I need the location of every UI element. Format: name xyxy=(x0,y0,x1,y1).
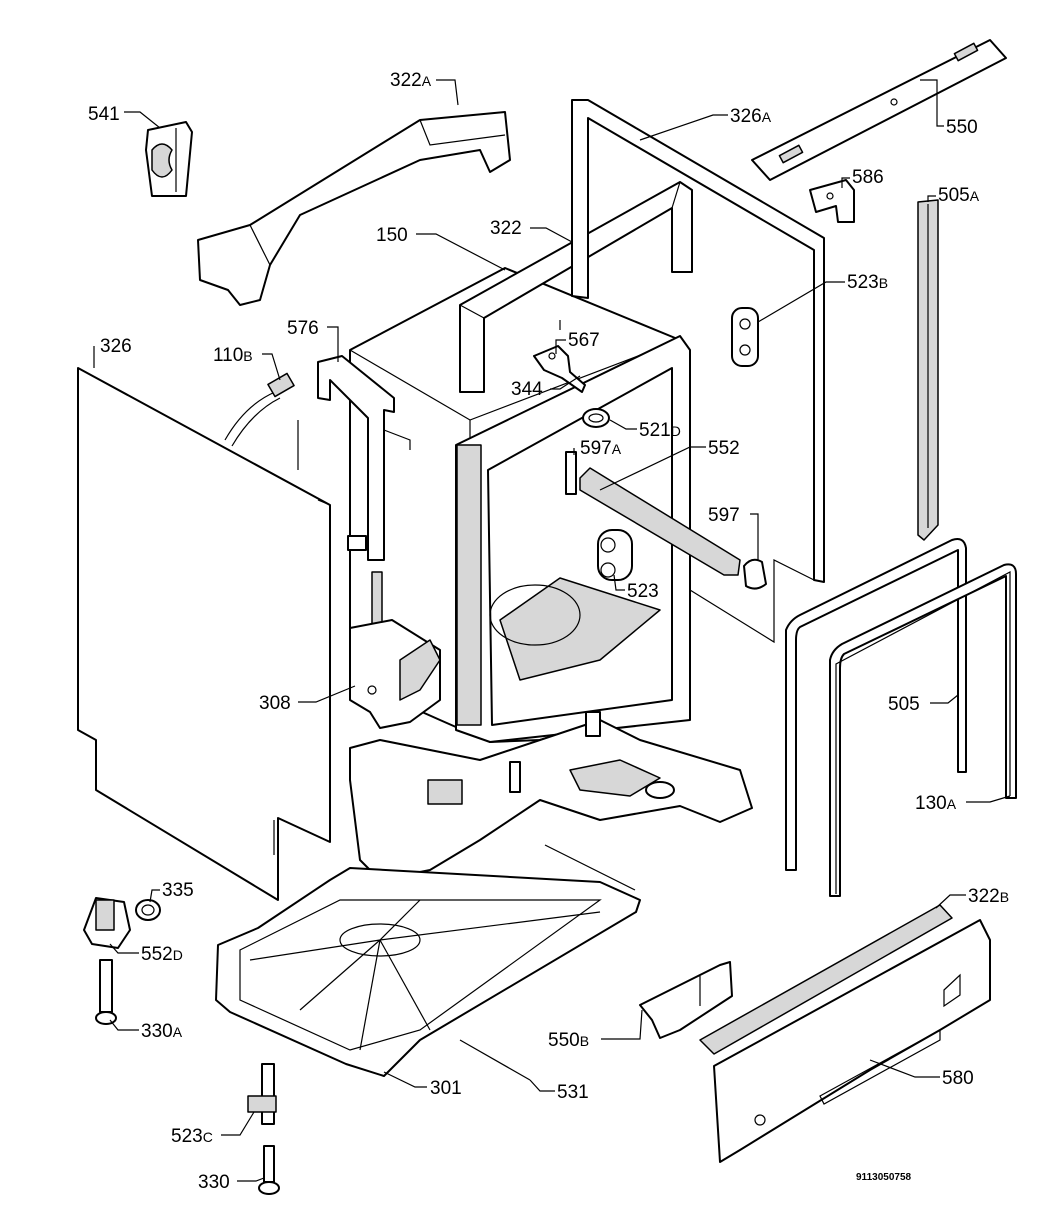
callout-322: 322 xyxy=(490,218,522,239)
callout-521d: 521D xyxy=(639,420,681,441)
part-channel xyxy=(317,355,411,561)
callout-322a: 322A xyxy=(390,70,432,91)
part-gasket xyxy=(785,538,967,871)
part-gasket-a xyxy=(829,563,1017,897)
part-sleeve xyxy=(247,1063,277,1125)
callout-130a: 130A xyxy=(915,793,957,814)
part-rear-panel xyxy=(571,99,825,644)
callout-580: 580 xyxy=(942,1068,974,1089)
leader-lines xyxy=(93,79,1011,1182)
callout-523b: 523B xyxy=(847,272,888,293)
callout-322b: 322B xyxy=(968,886,1009,907)
callout-110b: 110B xyxy=(213,345,253,366)
part-pin-a xyxy=(565,451,577,495)
callout-330a: 330A xyxy=(141,1021,183,1042)
callout-550b: 550B xyxy=(548,1030,589,1051)
part-grommet xyxy=(597,529,633,581)
callout-308: 308 xyxy=(259,693,291,714)
part-base-frame xyxy=(349,711,753,881)
callout-597a: 597A xyxy=(580,438,622,459)
callout-523: 523 xyxy=(627,581,659,602)
callout-597: 597 xyxy=(708,505,740,526)
part-grommet-b xyxy=(731,307,759,367)
callout-552: 552 xyxy=(708,438,740,459)
part-ring xyxy=(582,408,610,428)
part-hose xyxy=(224,372,299,470)
part-top-rail xyxy=(751,39,1007,181)
part-bottom-plate xyxy=(713,919,991,1163)
callout-labels: 541 322A 326A 550 586 505A 150 322 523B … xyxy=(88,70,1009,1193)
callout-344: 344 xyxy=(511,379,543,400)
part-bracket-b xyxy=(639,961,733,1039)
part-latch xyxy=(349,571,441,729)
callout-330: 330 xyxy=(198,1172,230,1193)
callout-301: 301 xyxy=(430,1078,462,1099)
callout-326a: 326A xyxy=(730,106,772,127)
part-tub-front-frame xyxy=(455,335,691,743)
callout-531: 531 xyxy=(557,1082,589,1103)
part-valve xyxy=(83,897,161,949)
part-screw-a xyxy=(95,959,117,1025)
part-bottom-bar xyxy=(699,904,953,1055)
part-small-bracket xyxy=(809,179,855,223)
callout-523c: 523C xyxy=(171,1126,213,1147)
part-rod xyxy=(459,844,636,1081)
part-top-crossbar xyxy=(459,181,693,393)
part-clip xyxy=(145,121,193,197)
callout-586: 586 xyxy=(852,167,884,188)
part-side-panel-left xyxy=(77,367,331,901)
callout-335: 335 xyxy=(162,880,194,901)
callout-567: 567 xyxy=(568,330,600,351)
drawing-code: 9113050758 xyxy=(856,1172,912,1183)
callout-541: 541 xyxy=(88,104,120,125)
part-rail-strip xyxy=(579,467,741,576)
part-top-bracket-a xyxy=(197,111,511,306)
callout-576: 576 xyxy=(287,318,319,339)
callout-505a: 505A xyxy=(938,185,980,206)
callout-505: 505 xyxy=(888,694,920,715)
callout-326: 326 xyxy=(100,336,132,357)
part-clip-597 xyxy=(743,558,767,590)
part-vertical-strip xyxy=(917,199,939,541)
callout-552d: 552D xyxy=(141,944,183,965)
part-screw xyxy=(258,1145,280,1195)
callout-550: 550 xyxy=(946,117,978,138)
part-base-tray xyxy=(215,867,641,1077)
callout-150: 150 xyxy=(376,225,408,246)
